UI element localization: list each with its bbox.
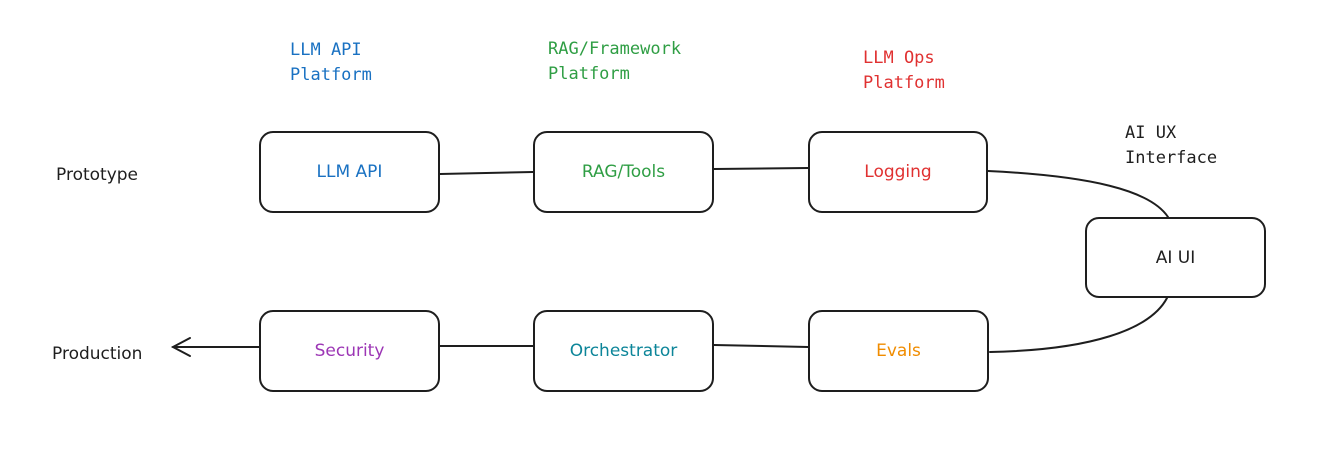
rag-platform-line1: RAG/Framework	[548, 39, 682, 59]
llm-ops-platform-label: LLM Ops Platform	[863, 46, 945, 96]
llmops-platform-line1: LLM Ops	[863, 48, 935, 68]
production-label: Production	[52, 344, 143, 364]
llm-api-node[interactable]: LLM API	[259, 131, 440, 213]
orchestrator-node[interactable]: Orchestrator	[533, 310, 714, 392]
arrowhead-production	[170, 337, 191, 357]
llm-api-platform-line1: LLM API	[290, 40, 362, 60]
security-node[interactable]: Security	[259, 310, 440, 392]
rag-tools-node-label: RAG/Tools	[581, 162, 666, 182]
logging-node[interactable]: Logging	[808, 131, 988, 213]
rag-framework-platform-label: RAG/Framework Platform	[548, 37, 681, 87]
rag-tools-node[interactable]: RAG/Tools	[533, 131, 714, 213]
edge-rag-tools-to-logging	[713, 167, 809, 170]
edge-llm-api-to-rag-tools	[439, 171, 534, 175]
ai-ux-interface-label: AI UX Interface	[1125, 121, 1217, 171]
evals-node-label: Evals	[876, 341, 921, 361]
prototype-label: Prototype	[56, 165, 139, 185]
ai-ux-interface-line1: AI UX	[1125, 123, 1177, 143]
ai-ui-node-label: AI UI	[1155, 247, 1196, 268]
security-node-label: Security	[314, 341, 385, 361]
edge-evals-to-orchestrator	[713, 344, 809, 348]
llm-api-platform-label: LLM API Platform	[290, 38, 372, 88]
llm-api-platform-line2: Platform	[290, 65, 372, 85]
edge-logging-to-ai-ui	[987, 170, 1169, 218]
rag-platform-line2: Platform	[548, 64, 630, 84]
orchestrator-node-label: Orchestrator	[569, 341, 678, 361]
ai-ui-node[interactable]: AI UI	[1085, 217, 1266, 298]
llmops-platform-line2: Platform	[863, 73, 945, 93]
llm-api-node-label: LLM API	[316, 162, 383, 182]
ai-ux-interface-line2: Interface	[1125, 148, 1218, 168]
evals-node[interactable]: Evals	[808, 310, 989, 392]
logging-node-label: Logging	[864, 162, 932, 182]
edge-ai-ui-to-evals	[989, 297, 1168, 353]
